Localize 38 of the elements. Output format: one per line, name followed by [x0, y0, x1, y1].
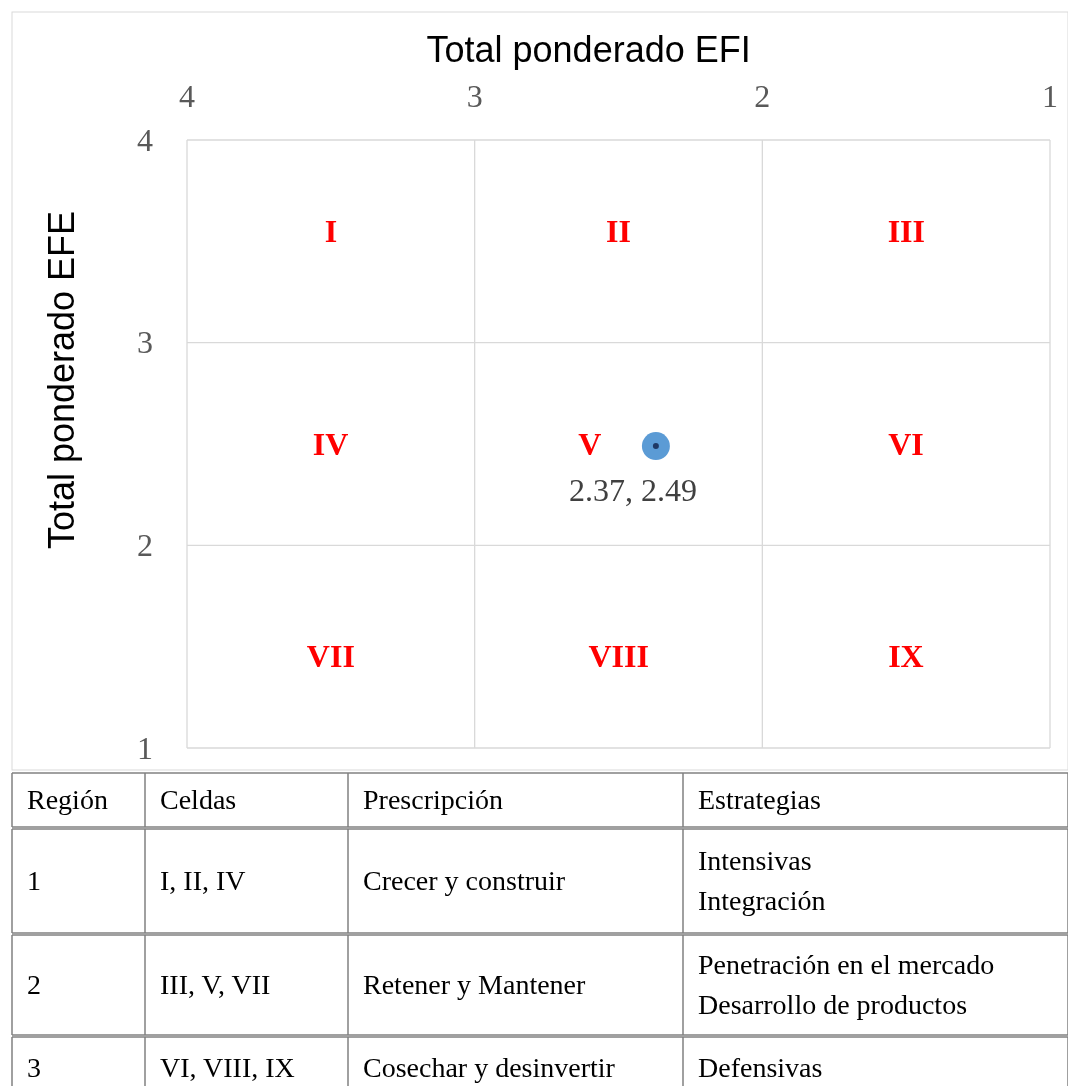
data-label: 2.37, 2.49: [568, 472, 697, 510]
table-text: Retener y Mantener: [363, 969, 586, 1001]
table-text: I, II, IV: [160, 865, 246, 897]
column-header: Celdas: [160, 784, 237, 816]
tick-label: 4: [137, 121, 153, 159]
table-text: III, V, VII: [160, 969, 271, 1001]
tick-label: 1: [137, 729, 153, 767]
region-numeral: V: [578, 425, 602, 463]
axis-title: Total ponderado EFI: [426, 29, 751, 71]
region-numeral: VIII: [588, 638, 649, 676]
table-text: 3: [27, 1052, 41, 1084]
column-header: Región: [27, 784, 108, 816]
table-text: 2: [27, 969, 41, 1001]
region-numeral: I: [324, 212, 338, 250]
region-numeral: VI: [888, 425, 924, 463]
table-text: Desarrollo de productos: [698, 989, 968, 1021]
tick-label: 4: [179, 77, 195, 115]
tick-label: 2: [137, 526, 153, 564]
column-header: Estrategias: [698, 784, 821, 816]
tick-label: 3: [137, 324, 153, 362]
region-numeral: III: [887, 212, 925, 250]
tick-label: 3: [466, 77, 483, 115]
tick-label: 1: [1042, 77, 1058, 115]
region-numeral: IV: [312, 425, 349, 463]
region-numeral: II: [606, 212, 631, 250]
column-header: Prescripción: [363, 784, 503, 816]
table-text: Crecer y construir: [363, 865, 566, 897]
table-text: Intensivas: [698, 845, 812, 877]
region-numeral: VII: [306, 638, 355, 676]
table-text: Integración: [698, 885, 826, 917]
axis-title: Total ponderado EFE: [41, 210, 84, 550]
region-numeral: IX: [888, 638, 924, 676]
table-text: VI, VIII, IX: [160, 1052, 295, 1084]
table-text: Cosechar y desinvertir: [363, 1052, 615, 1084]
table-text: Defensivas: [698, 1052, 823, 1084]
table-text: 1: [27, 865, 41, 897]
table-text: Penetración en el mercado: [698, 949, 995, 981]
tick-label: 2: [754, 77, 771, 115]
